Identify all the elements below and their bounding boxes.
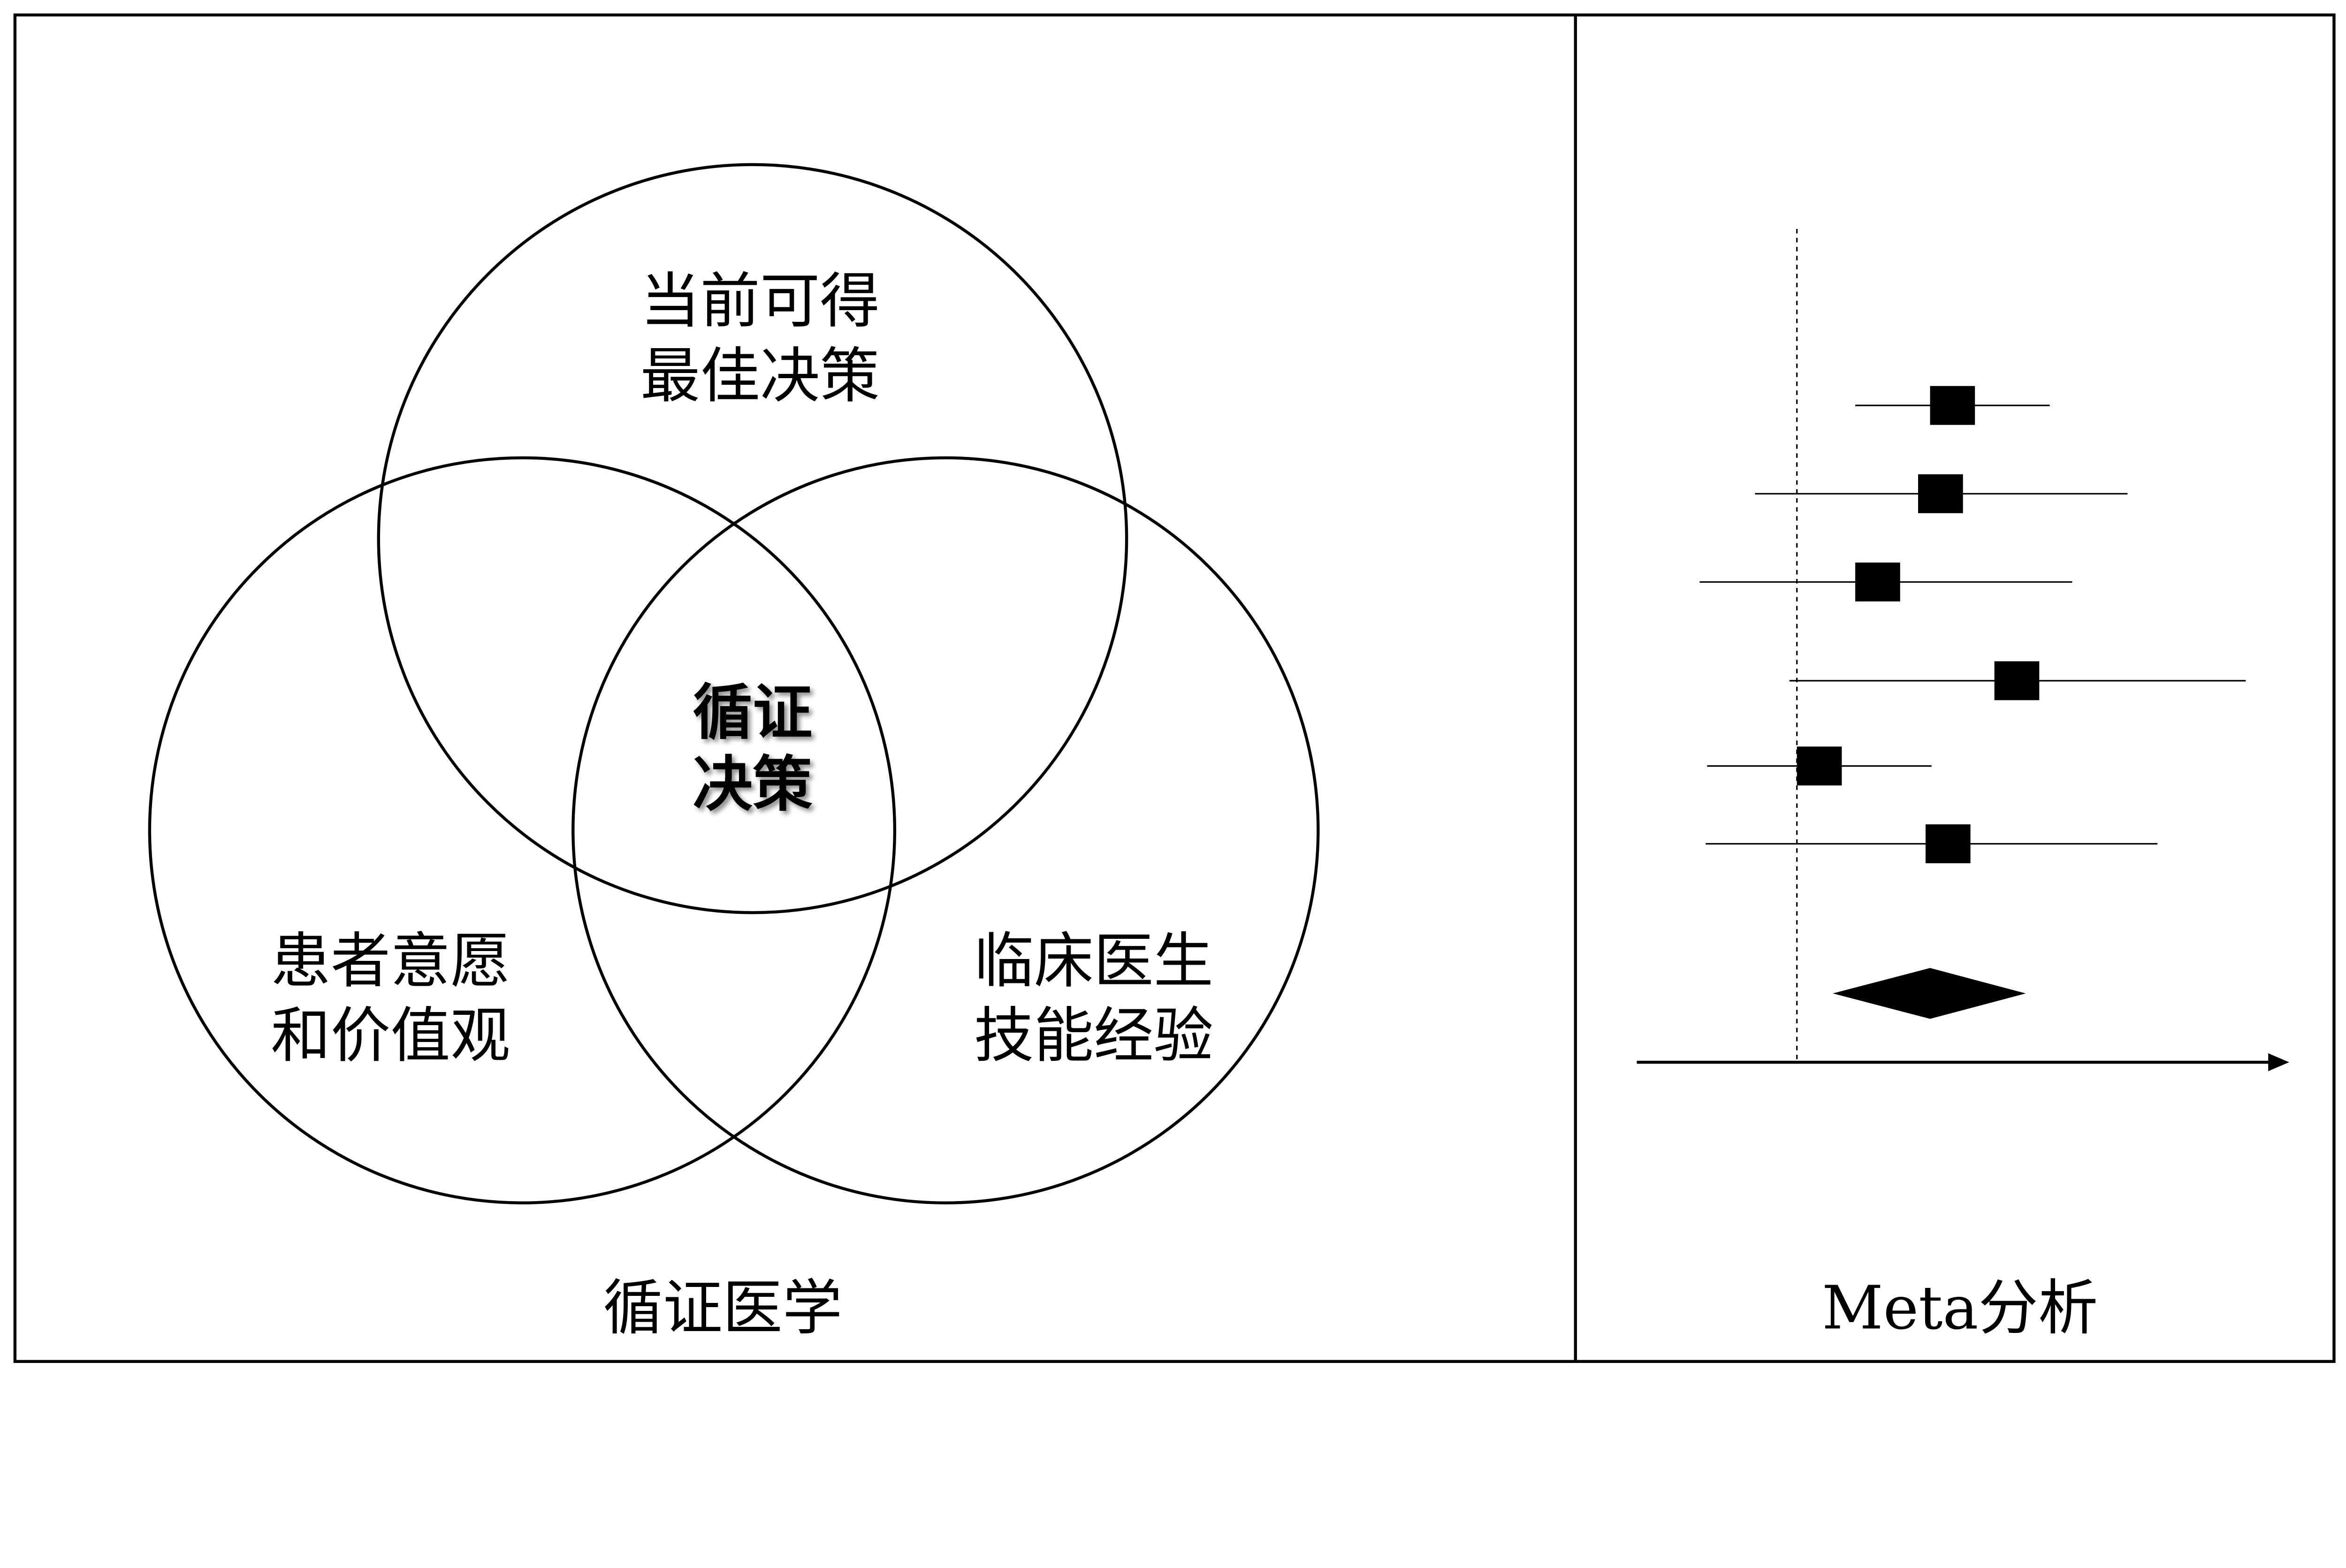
study-point-square (1855, 562, 1900, 601)
forest-plot: Meta分析 (1637, 228, 2289, 1343)
pooled-estimate-diamond (1833, 968, 2026, 1019)
circle-patient-values (148, 456, 897, 1204)
outer-border (13, 13, 2336, 1363)
left-label-line2: 和价值观 (271, 1001, 510, 1071)
forest-caption: Meta分析 (1822, 1274, 2098, 1343)
study-point-square (1797, 746, 1842, 786)
left-label-line1: 患者意愿 (271, 927, 510, 996)
study-point-square (1918, 474, 1963, 513)
study-point-square (1930, 386, 1975, 425)
right-label-line1: 临床医生 (974, 927, 1213, 996)
venn-caption: 循证医学 (603, 1274, 842, 1343)
right-label-line2: 技能经验 (974, 1001, 1213, 1071)
venn-diagram: 当前可得 最佳决策 患者意愿 和价值观 临床医生 技能经验 循证 决策 循证医学 (148, 163, 1320, 1343)
center-label-line1: 循证 (693, 677, 812, 747)
study-point-square (1925, 824, 1971, 863)
figure: 当前可得 最佳决策 患者意愿 和价值观 临床医生 技能经验 循证 决策 循证医学… (13, 13, 2336, 1363)
center-label-line2: 决策 (693, 749, 813, 820)
figure-frame: 当前可得 最佳决策 患者意愿 和价值观 临床医生 技能经验 循证 决策 循证医学… (13, 13, 2336, 1363)
circle-best-evidence (377, 163, 1128, 914)
x-axis-arrow-icon (2268, 1053, 2289, 1072)
circle-clinical-expertise (571, 456, 1320, 1204)
top-label-line1: 当前可得 (640, 267, 880, 336)
top-label-line2: 最佳决策 (640, 342, 880, 411)
study-point-square (1994, 661, 2040, 700)
